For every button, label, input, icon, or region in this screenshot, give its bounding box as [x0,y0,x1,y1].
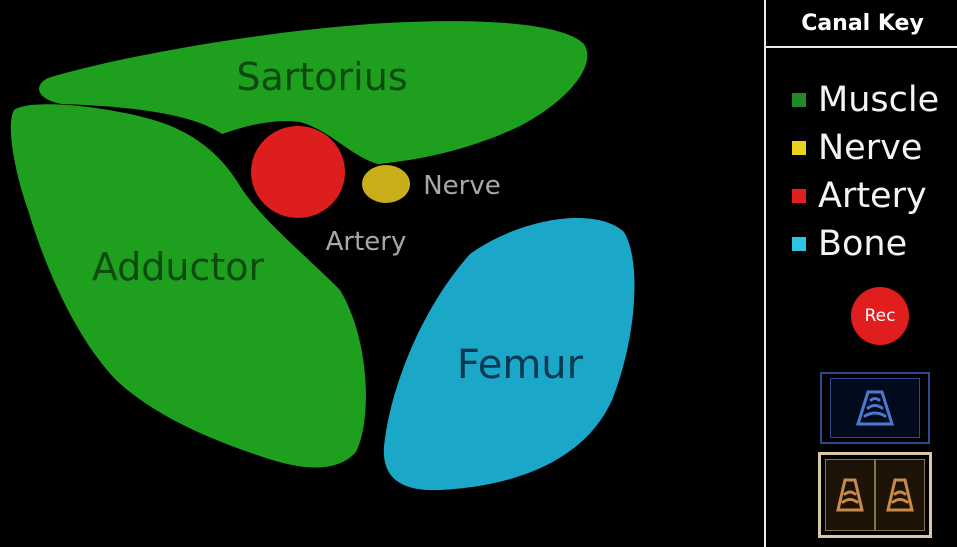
artery-label: Artery [326,227,407,257]
artery-swatch-icon [792,189,806,203]
legend-item-nerve: Nerve [792,124,939,172]
legend-item-artery: Artery [792,172,939,220]
legend: Muscle Nerve Artery Bone [792,76,939,268]
legend-item-muscle: Muscle [792,76,939,124]
adductor-label: Adductor [92,245,265,289]
legend-label: Bone [818,227,907,262]
nerve-swatch-icon [792,141,806,155]
muscle-swatch-icon [792,93,806,107]
adductor-canal-diagram: Sartorius Adductor Femur Artery Nerve [0,0,760,547]
canal-key-panel: Canal Key Muscle Nerve Artery Bone Rec [764,0,957,547]
sartorius-label: Sartorius [236,55,407,99]
single-view-mode-button[interactable] [820,372,930,444]
dual-view-left-pane [825,459,875,531]
legend-label: Nerve [818,131,922,166]
dual-view-mode-button[interactable] [818,452,932,538]
ultrasound-probe-icon [848,384,902,432]
nerve-label: Nerve [423,171,501,201]
bone-swatch-icon [792,237,806,251]
legend-label: Muscle [818,83,939,118]
record-button[interactable]: Rec [851,287,909,345]
nerve-bundle [362,165,410,203]
femur-label: Femur [457,342,584,388]
canal-key-title: Canal Key [766,0,957,48]
ultrasound-probe-left-icon [833,474,867,516]
artery-vessel [251,126,345,218]
ultrasound-probe-right-icon [883,474,917,516]
dual-view-right-pane [875,459,925,531]
single-view-screen [830,378,920,438]
legend-item-bone: Bone [792,220,939,268]
legend-label: Artery [818,179,927,214]
